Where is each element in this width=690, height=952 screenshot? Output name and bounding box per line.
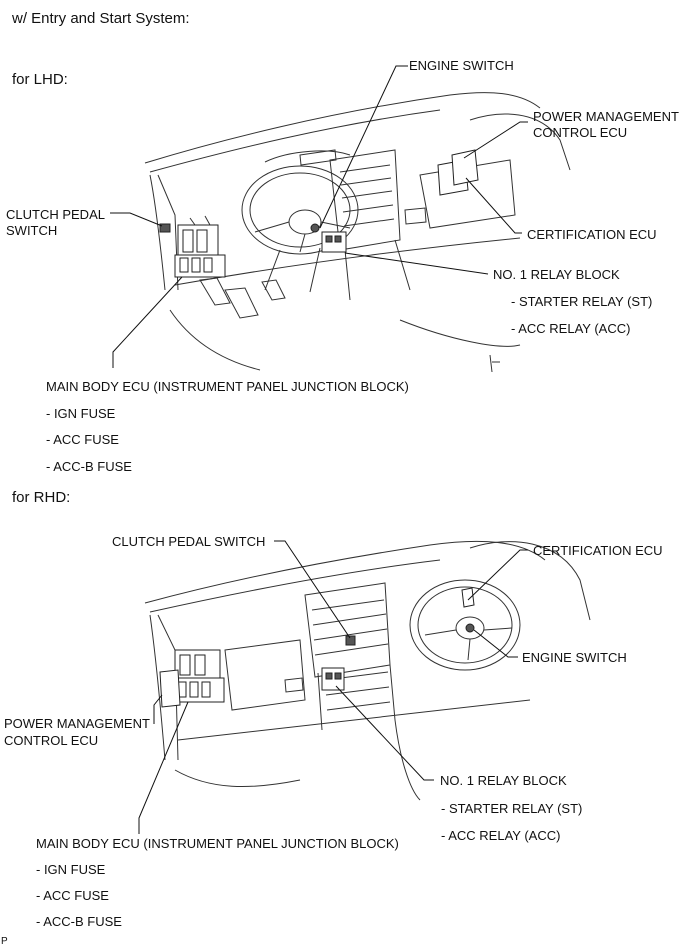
- lhd-clutch-label-2: SWITCH: [6, 223, 58, 238]
- lhd-engine-switch-label: ENGINE SWITCH: [409, 58, 514, 73]
- rhd-heading: for RHD:: [12, 489, 71, 506]
- lhd-acc-relay-label: - ACC RELAY (ACC): [511, 321, 631, 336]
- lhd-ign-fuse-label: - IGN FUSE: [46, 406, 116, 421]
- rhd-pm-ecu-label-2: CONTROL ECU: [4, 733, 99, 748]
- lhd-acc-fuse-label: - ACC FUSE: [46, 432, 119, 447]
- section-title: w/ Entry and Start System:: [12, 10, 190, 27]
- lhd-pm-ecu-label-1: POWER MANAGEMENT: [533, 109, 679, 124]
- lhd-main-body-ecu-label: MAIN BODY ECU (INSTRUMENT PANEL JUNCTION…: [46, 379, 409, 394]
- rhd-dashboard-drawing: [144, 540, 591, 801]
- lhd-dashboard-drawing: [144, 92, 571, 373]
- rhd-accb-fuse-label: - ACC-B FUSE: [36, 914, 122, 929]
- lhd-heading: for LHD:: [12, 71, 68, 88]
- rhd-main-body-ecu-label: MAIN BODY ECU (INSTRUMENT PANEL JUNCTION…: [36, 836, 399, 851]
- lhd-pm-ecu-label-2: CONTROL ECU: [533, 125, 628, 140]
- rhd-certification-ecu-label: CERTIFICATION ECU: [533, 543, 663, 558]
- lhd-accb-fuse-label: - ACC-B FUSE: [46, 459, 132, 474]
- rhd-pm-ecu-label-1: POWER MANAGEMENT: [4, 716, 150, 731]
- rhd-relay-block-label: NO. 1 RELAY BLOCK: [440, 773, 567, 788]
- lhd-relay-block-label: NO. 1 RELAY BLOCK: [493, 267, 620, 282]
- rhd-clutch-label: CLUTCH PEDAL SWITCH: [112, 534, 266, 549]
- rhd-acc-relay-label: - ACC RELAY (ACC): [441, 828, 561, 843]
- rhd-starter-relay-label: - STARTER RELAY (ST): [441, 801, 583, 816]
- rhd-acc-fuse-label: - ACC FUSE: [36, 888, 109, 903]
- lhd-certification-ecu-label: CERTIFICATION ECU: [527, 227, 657, 242]
- figure-code: P: [1, 936, 8, 947]
- rhd-engine-switch-label: ENGINE SWITCH: [522, 650, 627, 665]
- lhd-clutch-label-1: CLUTCH PEDAL: [6, 207, 105, 222]
- lhd-starter-relay-label: - STARTER RELAY (ST): [511, 294, 653, 309]
- rhd-ign-fuse-label: - IGN FUSE: [36, 862, 106, 877]
